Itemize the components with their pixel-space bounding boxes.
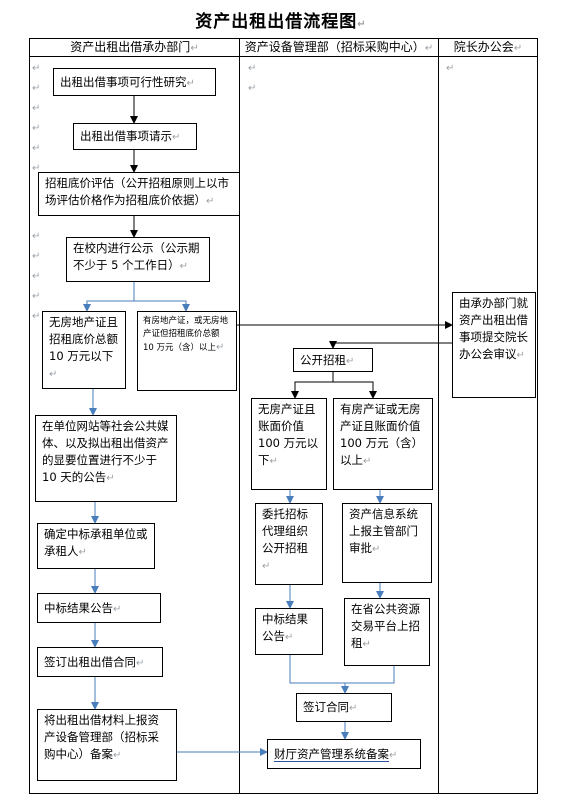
swimlane-frame	[29, 38, 538, 794]
node-sign-asset[interactable]: 签订合同↵	[296, 693, 392, 722]
lane-header-divider	[29, 56, 538, 57]
node-result-asset[interactable]: 中标结果公告↵	[255, 608, 323, 655]
node-publicity[interactable]: 在校内进行公示（公示期不少于 5 个工作日）↵	[66, 237, 210, 282]
node-determine[interactable]: 确定中标承租单位或承租人↵	[37, 523, 155, 569]
node-office-review[interactable]: 由承办部门就资产出租出借事项提交院长办公会审议↵	[452, 292, 536, 398]
node-open-tender[interactable]: 公开招租↵	[293, 348, 373, 372]
node-result-dept[interactable]: 中标结果公告↵	[37, 593, 161, 623]
node-has-cert[interactable]: 有房地产证，或无房地产证但招租底价总额 10 万元（含）以上↵	[137, 311, 237, 391]
node-filing[interactable]: 财厅资产管理系统备案↵	[267, 739, 421, 769]
lane-divider	[438, 38, 439, 794]
node-book-high[interactable]: 有房产证或无房产证且账面价值 100 万元（含）以上↵	[333, 398, 433, 490]
lane-header-office: 院长办公会↵	[453, 40, 523, 54]
node-agency[interactable]: 委托招标代理组织公开招租↵	[255, 503, 323, 585]
node-book-low[interactable]: 无房产证且账面价值 100 万元以下↵	[251, 398, 327, 490]
node-platform[interactable]: 在省公共资源交易平台上招租↵	[344, 598, 430, 666]
node-report[interactable]: 将出租出借材料上报资产设备管理部（招标采购中心）备案↵	[37, 709, 177, 781]
node-pricing[interactable]: 招租底价评估（公开招租原则上以市场评估价格作为招租底价依据）↵	[38, 172, 240, 216]
node-announce[interactable]: 在单位网站等社会公共媒体、以及拟出租出借资产的显要位置进行不少于 10 天的公告…	[35, 415, 177, 502]
node-approve[interactable]: 资产信息系统上报主管部门审批↵	[342, 503, 432, 583]
node-sign-dept[interactable]: 签订出租出借合同↵	[37, 647, 163, 677]
node-request[interactable]: 出租出借事项请示↵	[73, 123, 197, 150]
lane-header-asset: 资产设备管理部（招标采购中心）↵	[244, 40, 434, 54]
page-title: 资产出租出借流程图↵	[195, 12, 367, 32]
node-feasibility[interactable]: 出租出借事项可行性研究↵	[53, 68, 216, 96]
node-no-cert[interactable]: 无房地产证且招租底价总额 10 万元以下↵	[42, 311, 126, 389]
lane-header-dept: 资产出租出借承办部门↵	[70, 40, 199, 54]
lane-divider	[239, 38, 240, 794]
